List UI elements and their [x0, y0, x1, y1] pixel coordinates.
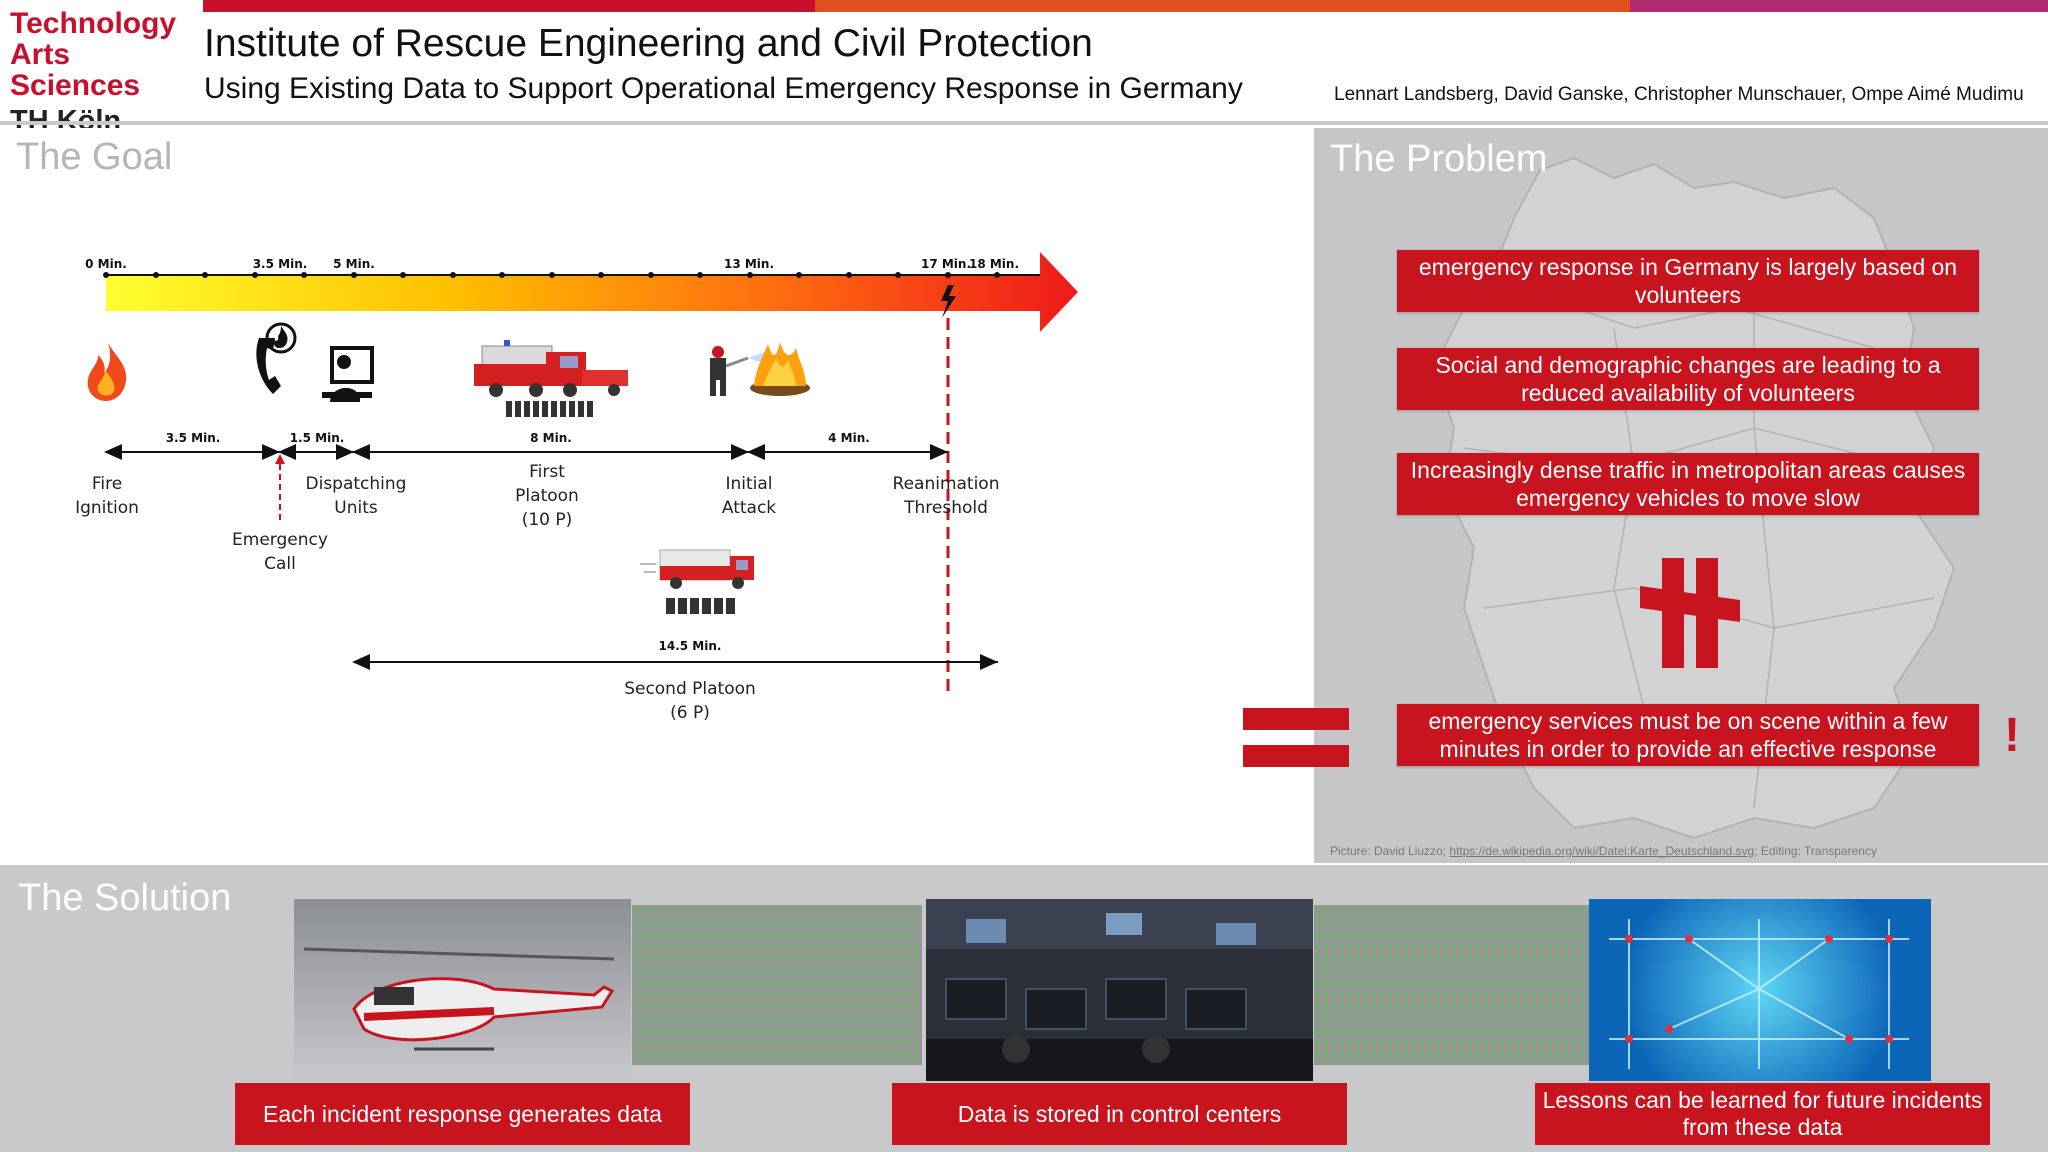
- second-span-label: 14.5 Min.: [659, 639, 722, 653]
- header-divider: [0, 121, 2048, 125]
- first-platoon-crew-icon: [506, 401, 593, 417]
- phone-icon: [256, 322, 297, 394]
- fire-icon: [87, 343, 127, 401]
- second-platoon-crew-icon: [666, 598, 735, 614]
- problem-conclusion: emergency services must be on scene with…: [1397, 704, 1979, 766]
- timeline-ticks: [103, 272, 1000, 278]
- event-initial-attack-line1: Initial: [725, 474, 772, 494]
- event-reanimation-line2: Threshold: [903, 498, 988, 518]
- problem-heading: The Problem: [1330, 138, 1548, 180]
- event-first-platoon-line2: Platoon: [515, 486, 579, 506]
- second-platoon-line2: (6 P): [670, 703, 710, 723]
- hashtag-plus-icon: [1640, 558, 1740, 668]
- solution-heading: The Solution: [18, 877, 232, 919]
- logo-line-2: Arts Sciences: [10, 38, 141, 102]
- solution-box-3: Lessons can be learned for future incide…: [1535, 1083, 1990, 1145]
- tick-label-0: 0 Min.: [85, 257, 127, 271]
- logo-line-1: Technology: [10, 7, 177, 40]
- control-center-photo: [926, 899, 1313, 1081]
- tick-label-1: 3.5 Min.: [253, 257, 308, 271]
- poster-subtitle: Using Existing Data to Support Operation…: [204, 72, 1243, 105]
- second-fire-truck-icon: [640, 549, 754, 589]
- tick-label-3: 13 Min.: [724, 257, 774, 271]
- second-platoon-line1: Second Platoon: [624, 679, 756, 699]
- equals-sign-bottom-bar: [1243, 745, 1349, 767]
- neural-network-photo: [1589, 899, 1931, 1081]
- fire-truck-icon: [474, 340, 628, 397]
- span-label-2: 8 Min.: [530, 431, 572, 445]
- event-initial-attack-line2: Attack: [722, 498, 776, 518]
- timeline-diagram: 0 Min. 3.5 Min. 5 Min. 13 Min. 17 Min. 1…: [75, 252, 1078, 723]
- timeline-arrow: [106, 252, 1078, 332]
- equals-sign-top-bar: [1243, 708, 1349, 730]
- event-dispatching-line2: Units: [334, 498, 378, 518]
- event-first-platoon-line3: (10 P): [522, 510, 573, 530]
- event-emergency-call-line1: Emergency: [232, 530, 328, 550]
- problem-item-3: Increasingly dense traffic in metropolit…: [1397, 453, 1979, 515]
- flames-icon: [750, 342, 810, 396]
- authors: Lennart Landsberg, David Ganske, Christo…: [1334, 84, 2024, 105]
- solution-box-2: Data is stored in control centers: [892, 1083, 1347, 1145]
- solution-panel: The Solution: [0, 865, 2048, 1152]
- problem-item-2: Social and demographic changes are leadi…: [1397, 348, 1979, 410]
- goal-panel: The Goal 0 Min. 3.5 Min. 5 Min. 13: [4, 128, 1312, 863]
- goal-heading: The Goal: [16, 136, 173, 178]
- event-emergency-call-line2: Call: [264, 554, 296, 574]
- event-fire-ignition-line2: Ignition: [75, 498, 139, 518]
- event-first-platoon-line1: First: [529, 462, 565, 482]
- dispatcher-icon: [322, 346, 374, 402]
- tick-label-2: 5 Min.: [333, 257, 375, 271]
- event-dispatching-line1: Dispatching: [306, 474, 407, 494]
- data-stream-left: [632, 905, 922, 1065]
- span-label-1: 1.5 Min.: [290, 431, 345, 445]
- span-label-0: 3.5 Min.: [166, 431, 221, 445]
- helicopter-photo: [294, 899, 631, 1081]
- institute-title: Institute of Rescue Engineering and Civi…: [204, 22, 1093, 65]
- lightning-icon: [941, 285, 956, 318]
- problem-item-1: emergency response in Germany is largely…: [1397, 250, 1979, 312]
- tick-label-4: 17 Min.: [921, 257, 971, 271]
- event-fire-ignition-line1: Fire: [92, 474, 122, 494]
- event-reanimation-line1: Reanimation: [893, 474, 1000, 494]
- solution-box-1: Each incident response generates data: [235, 1083, 690, 1145]
- credit-link[interactable]: https://de.wikipedia.org/wiki/Datei:Kart…: [1449, 844, 1755, 858]
- header-color-bar: [203, 0, 2048, 12]
- tick-label-5: 18 Min.: [969, 257, 1019, 271]
- span-label-3: 4 Min.: [828, 431, 870, 445]
- exclamation-mark: !: [2004, 709, 2020, 762]
- data-stream-right: [1314, 905, 1590, 1065]
- picture-credit: Picture: David Liuzzo; https://de.wikipe…: [1330, 844, 1877, 858]
- problem-panel: The Problem emergency response in German…: [1314, 128, 2048, 863]
